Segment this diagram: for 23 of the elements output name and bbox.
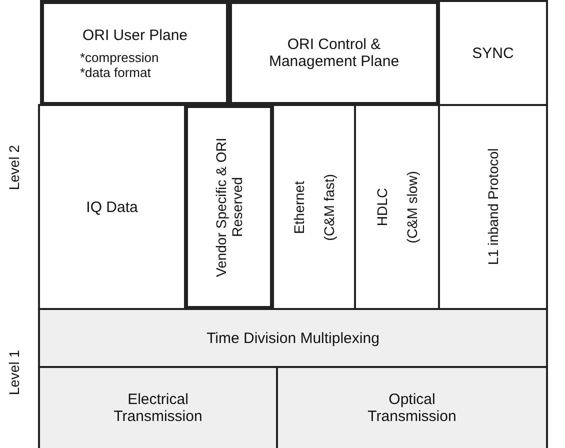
layer-label: Optical Transmission [366,391,458,425]
protocol-layer-block [38,366,278,448]
protocol-layer-block [184,104,274,310]
vertical-layer-label: (C&M fast) [321,174,337,240]
layer-label: ORI User Plane [82,26,188,44]
protocol-layer-block [228,0,440,106]
layer-label: Time Division Multiplexing [206,330,380,346]
protocol-layer-block [438,0,548,106]
protocol-layer-block [276,366,548,448]
layer-label: Electrical Transmission [112,391,204,425]
protocol-layer-block [40,0,230,106]
vertical-layer-label: HDLC [374,188,390,226]
vertical-layer-label: Ethernet [291,180,307,234]
layer-label: ORI Control & Management Plane [268,36,400,70]
feature-list: *compression *data format [80,50,190,80]
protocol-layer-block [38,308,548,368]
vertical-layer-label: Vendor Specific & ORI Reserved [213,136,245,279]
level-label: Level 2 [6,145,22,190]
layer-label: IQ Data [85,198,139,216]
vertical-layer-label: (C&M slow) [404,170,420,244]
vertical-layer-label: L1 inband Protocol [485,148,501,268]
level-label: Level 1 [6,350,22,396]
layer-label: SYNC [472,44,514,62]
